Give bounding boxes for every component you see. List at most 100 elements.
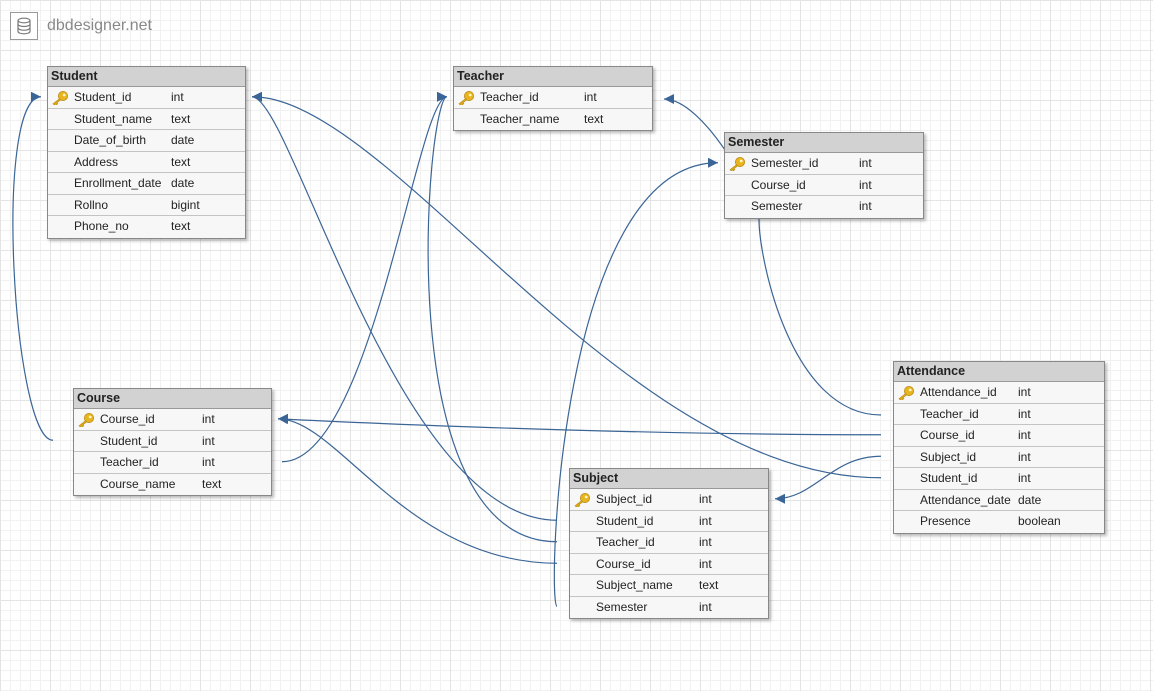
field-row[interactable]: Subject_name text (570, 575, 768, 597)
field-type: int (699, 556, 712, 571)
field-type: text (584, 111, 604, 126)
field-type: text (171, 154, 191, 169)
field-row[interactable]: Course_id int (725, 175, 923, 196)
field-type: int (171, 90, 184, 104)
field-name: Date_of_birth (74, 133, 147, 147)
field-row[interactable]: Course_id int (570, 554, 768, 575)
field-row[interactable]: Course_id int (74, 409, 271, 431)
field-name: Teacher_id (480, 90, 539, 104)
field-name: Subject_id (920, 449, 977, 464)
field-type: int (859, 156, 872, 170)
field-name: Enrollment_date (74, 176, 162, 190)
field-type: int (859, 199, 872, 213)
field-name: Subject_id (596, 492, 653, 506)
relation-link[interactable] (251, 91, 558, 521)
table-header-subject[interactable]: Subject (570, 469, 768, 489)
field-row[interactable]: Teacher_id int (454, 87, 652, 109)
table-header-semester[interactable]: Semester (725, 133, 923, 153)
field-name: Attendance_date (920, 492, 1011, 507)
field-row[interactable]: Student_name text (48, 109, 245, 130)
relation-link[interactable] (758, 218, 882, 416)
table-header-student[interactable]: Student (48, 67, 245, 87)
field-name: Student_id (74, 90, 132, 104)
field-row[interactable]: Student_id int (570, 511, 768, 532)
relation-link[interactable] (277, 414, 882, 436)
field-name: Semester_id (751, 156, 819, 170)
field-name: Rollno (74, 197, 109, 212)
field-name: Student_id (920, 471, 978, 485)
field-type: int (1018, 449, 1031, 464)
relation-link[interactable] (281, 91, 448, 463)
field-name: Course_id (596, 556, 651, 571)
field-type: int (202, 433, 215, 448)
field-row[interactable]: Teacher_id int (570, 532, 768, 554)
field-name: Course_id (100, 412, 155, 426)
field-row[interactable]: Teacher_name text (454, 109, 652, 131)
field-type: int (1018, 406, 1031, 421)
brand-name: dbdesigner.net (47, 16, 152, 34)
field-name: Student_name (74, 111, 153, 126)
field-type: date (171, 176, 195, 190)
field-row[interactable]: Subject_id int (570, 489, 768, 511)
field-row[interactable]: Enrollment_date date (48, 173, 245, 195)
field-name: Semester (751, 199, 803, 213)
relation-link[interactable] (427, 91, 558, 543)
field-row[interactable]: Student_id int (74, 431, 271, 452)
field-name: Address (74, 154, 119, 169)
field-row[interactable]: Student_id int (48, 87, 245, 109)
field-type: int (584, 90, 597, 104)
field-type: date (1018, 492, 1042, 507)
field-type: int (699, 513, 712, 528)
field-name: Student_id (100, 433, 158, 448)
table-header-course[interactable]: Course (74, 389, 271, 409)
field-name: Course_id (751, 177, 806, 192)
table-header-teacher[interactable]: Teacher (454, 67, 652, 87)
field-type: boolean (1018, 514, 1061, 528)
field-type: text (171, 111, 191, 126)
field-row[interactable]: Attendance_date date (894, 490, 1104, 511)
field-name: Student_id (596, 513, 654, 528)
field-name: Subject_name (596, 578, 673, 592)
field-type: int (859, 177, 872, 192)
field-type: int (202, 412, 215, 426)
field-name: Phone_no (74, 219, 129, 233)
field-name: Course_id (920, 428, 975, 442)
field-row[interactable]: Course_id int (894, 425, 1104, 447)
field-type: date (171, 133, 195, 147)
brand[interactable]: dbdesigner.net (10, 10, 152, 41)
field-name: Presence (920, 514, 971, 528)
field-type: int (699, 492, 712, 506)
field-type: int (1018, 428, 1031, 442)
field-row[interactable]: Semester int (725, 196, 923, 218)
field-name: Teacher_name (480, 111, 560, 126)
field-row[interactable]: Student_id int (894, 468, 1104, 490)
field-type: text (202, 476, 222, 491)
field-name: Semester (596, 599, 648, 614)
field-row[interactable]: Address text (48, 152, 245, 173)
field-type: int (699, 535, 712, 549)
table-header-attendance[interactable]: Attendance (894, 362, 1104, 382)
field-row[interactable]: Subject_id int (894, 447, 1104, 468)
field-row[interactable]: Presence boolean (894, 511, 1104, 533)
field-name: Attendance_id (920, 385, 997, 399)
relation-link[interactable] (774, 455, 882, 504)
field-row[interactable]: Semester_id int (725, 153, 923, 175)
field-name: Teacher_id (596, 535, 655, 549)
relation-link[interactable] (277, 413, 558, 564)
field-type: text (699, 578, 719, 592)
field-type: int (1018, 471, 1031, 485)
field-row[interactable]: Date_of_birth date (48, 130, 245, 152)
